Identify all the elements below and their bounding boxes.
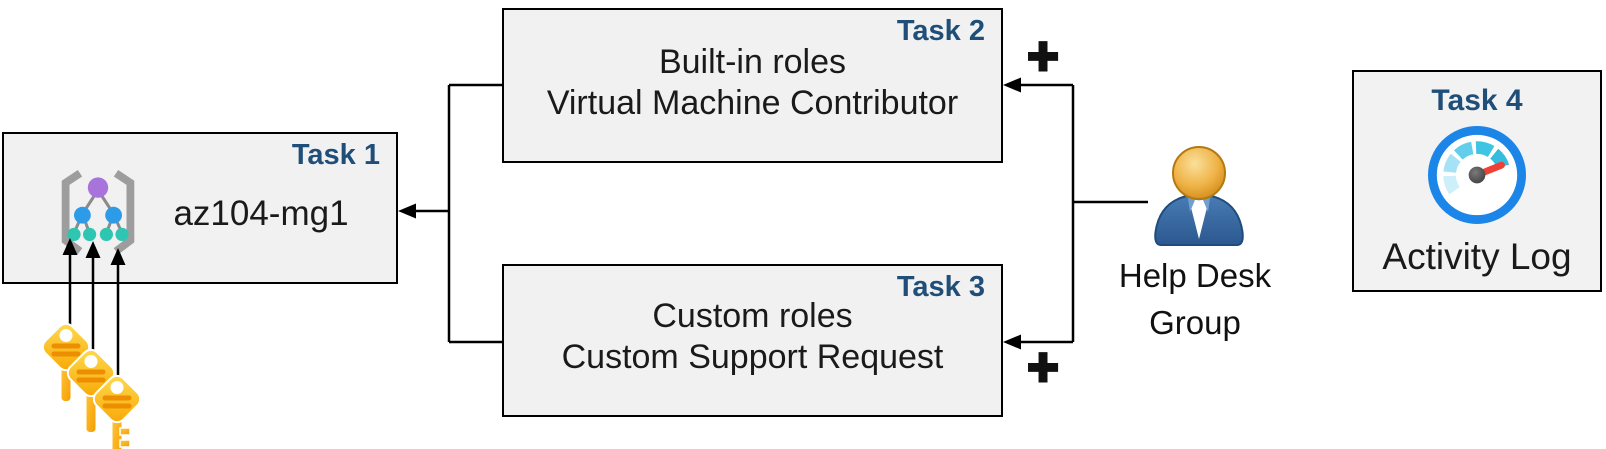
task2-line1: Built-in roles xyxy=(658,43,847,81)
task3-line2: Custom Support Request xyxy=(561,338,944,376)
left-bracket-connector xyxy=(413,83,502,344)
task3-badge: Task 3 xyxy=(896,271,985,303)
key-2 xyxy=(66,348,116,434)
task3-box: Task 3 Custom roles Custom Support Reque… xyxy=(502,264,1003,417)
task1-badge: Task 1 xyxy=(291,139,380,171)
task4-badge: Task 4 xyxy=(1431,84,1523,117)
arrowhead-to-task1 xyxy=(398,203,416,219)
management-group-icon xyxy=(61,169,135,255)
task2-box: Task 2 Built-in roles Virtual Machine Co… xyxy=(502,8,1003,163)
plus-icon-top: + xyxy=(1026,25,1061,88)
task2-text: Built-in roles Virtual Machine Contribut… xyxy=(504,42,1001,124)
task4-label: Activity Log xyxy=(1382,236,1572,277)
task2-badge: Task 2 xyxy=(896,15,985,47)
gauge-icon xyxy=(1428,126,1526,224)
person-caption: Help Desk Group xyxy=(1095,252,1295,346)
task3-line1: Custom roles xyxy=(652,297,853,335)
task1-box: Task 1 az104-mg1 xyxy=(2,132,398,284)
person-caption-line1: Help Desk xyxy=(1118,257,1272,294)
keys-icon xyxy=(41,322,142,449)
task1-title: az104-mg1 xyxy=(173,194,349,233)
task2-line2: Virtual Machine Contributor xyxy=(546,84,959,122)
person-icon xyxy=(1154,146,1244,246)
task3-text: Custom roles Custom Support Request xyxy=(504,296,1001,378)
plus-icon-bottom: + xyxy=(1026,336,1061,399)
task4-box: Task 4 Activity Log xyxy=(1352,70,1602,292)
person-caption-line2: Group xyxy=(1149,304,1241,341)
